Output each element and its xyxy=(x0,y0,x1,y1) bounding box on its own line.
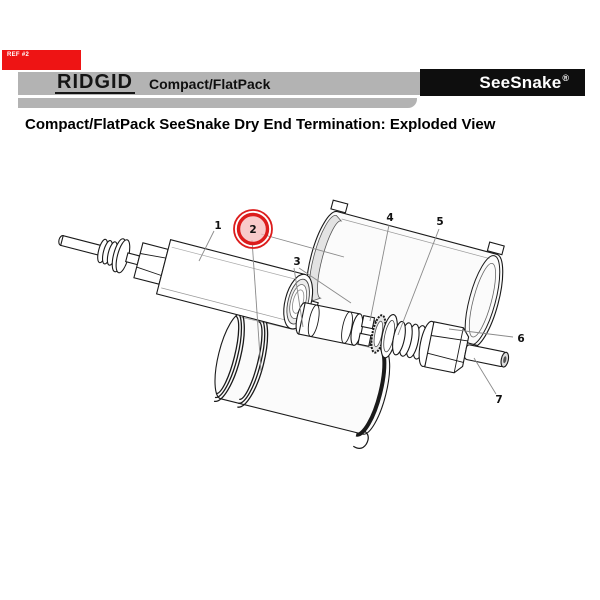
callout-6: 6 xyxy=(517,333,524,345)
registered-mark: ® xyxy=(562,73,569,83)
part-inner-assembly xyxy=(295,302,510,374)
header-substrip xyxy=(18,98,417,108)
callout-4: 4 xyxy=(386,212,393,224)
callout-1: 1 xyxy=(214,220,221,232)
highlight-hotspot[interactable] xyxy=(233,209,273,249)
part-output-rod xyxy=(464,344,510,368)
ref-tag: REF #2 xyxy=(2,50,81,70)
page-title: Compact/FlatPack SeeSnake Dry End Termin… xyxy=(25,116,496,133)
header-bar: RIDGID Compact/FlatPack xyxy=(18,72,420,95)
part-hex-nut xyxy=(418,320,470,374)
part-clamp-block xyxy=(360,315,376,330)
seesnake-banner: SeeSnake ® xyxy=(420,69,585,96)
ridgid-logo: RIDGID xyxy=(55,71,135,94)
callout-5: 5 xyxy=(436,216,443,228)
callout-2: 2 xyxy=(249,224,256,236)
part-cable-and-cylinder xyxy=(58,234,314,330)
callout-3: 3 xyxy=(293,256,300,268)
seesnake-banner-text: SeeSnake xyxy=(479,72,562,92)
callout-leader-lines xyxy=(198,224,514,395)
product-name: Compact/FlatPack xyxy=(149,75,271,92)
callout-7: 7 xyxy=(495,394,502,406)
part-push-cable xyxy=(60,234,105,257)
